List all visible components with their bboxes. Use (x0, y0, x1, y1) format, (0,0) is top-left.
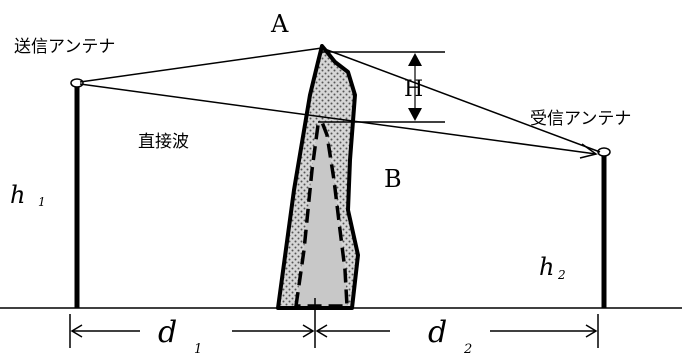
tx-antenna-icon (70, 78, 84, 88)
tx-antenna-label: 送信アンテナ (14, 37, 115, 57)
d2-arrow-right (585, 324, 598, 338)
rx-antenna-label: 受信アンテナ (530, 109, 631, 129)
h2-label: h (539, 253, 554, 281)
direct-wave-arrowhead (579, 143, 598, 159)
h-dim-arrow-up (408, 53, 422, 66)
point-b-label: B (384, 165, 402, 193)
h1-label: h (10, 181, 25, 209)
d1-arrow-right (302, 324, 315, 338)
mountain-inner-dashed (293, 119, 349, 308)
h-dim-arrow-down (408, 108, 422, 121)
h1-subscript: 1 (38, 195, 46, 209)
direct-wave-label: 直接波 (138, 132, 189, 152)
d2-arrow-left (315, 324, 328, 338)
height-diff-label: H (404, 77, 423, 102)
d2-subscript: 2 (463, 342, 472, 356)
h2-subscript: 2 (557, 268, 566, 282)
d1-label: d (158, 315, 177, 350)
d2-label: d (428, 315, 447, 350)
d1-arrow-left (70, 324, 83, 338)
d1-subscript: 1 (194, 342, 202, 356)
path-a-to-rx (321, 47, 601, 153)
path-tx-to-a (79, 47, 323, 83)
direct-wave-line (79, 83, 597, 155)
point-a-label: A (270, 10, 289, 38)
